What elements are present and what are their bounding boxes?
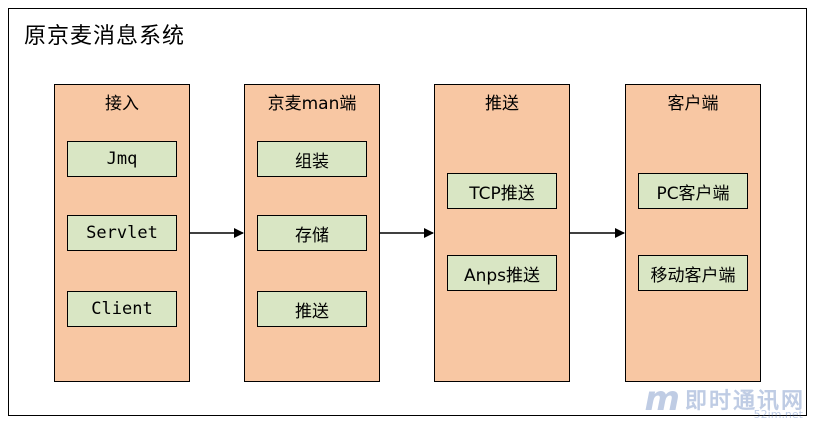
column-header-client: 客户端 [667, 94, 719, 114]
watermark: m 即时通讯网 52im.net [644, 379, 805, 421]
item-anps-push: Anps推送 [447, 255, 557, 291]
watermark-logo: m [644, 379, 680, 419]
item-mobile-client: 移动客户端 [638, 255, 748, 291]
item-pc-client: PC客户端 [638, 173, 748, 209]
item-servlet: Servlet [67, 215, 177, 251]
item-tcp-push: TCP推送 [447, 173, 557, 209]
column-header-push: 推送 [485, 94, 519, 114]
item-jmq: Jmq [67, 141, 177, 177]
column-client: 客户端 PC客户端 移动客户端 [625, 84, 761, 382]
item-assemble: 组装 [257, 141, 367, 177]
column-header-access: 接入 [105, 94, 139, 114]
column-push: 推送 TCP推送 Anps推送 [434, 84, 570, 382]
item-storage: 存储 [257, 215, 367, 251]
column-header-man: 京麦man端 [267, 94, 357, 114]
watermark-url: 52im.net [753, 408, 803, 421]
item-push: 推送 [257, 291, 367, 327]
watermark-name: 即时通讯网 [684, 389, 805, 414]
diagram-title: 原京麦消息系统 [24, 24, 186, 49]
column-access: 接入 Jmq Servlet Client [54, 84, 190, 382]
item-client: Client [67, 291, 177, 327]
column-man: 京麦man端 组装 存储 推送 [244, 84, 380, 382]
